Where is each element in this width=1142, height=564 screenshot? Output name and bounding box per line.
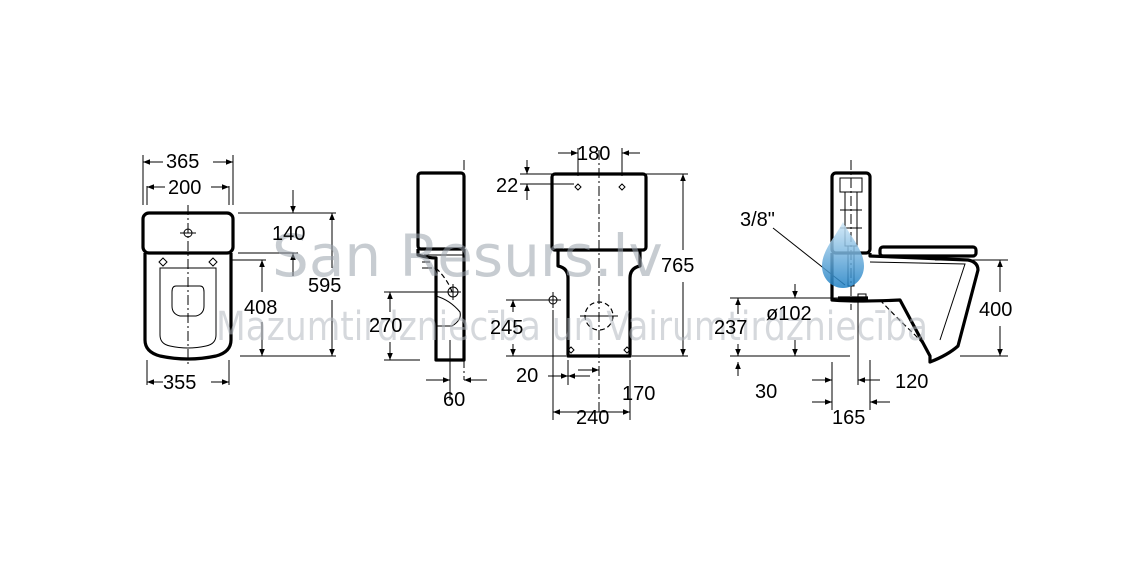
dim-setback-a: 120 xyxy=(895,371,928,393)
dimension-labels: 365 200 355 140 595 408 270 60 22 180 76… xyxy=(163,143,1012,429)
dim-drain-height: 237 xyxy=(714,317,747,339)
watermark-subtitle: Mazumtirdzniecība un Vairumtirdzniecība xyxy=(216,304,928,350)
watermark-title: San Resurs.lv xyxy=(272,222,663,290)
dim-drain-diameter: ø102 xyxy=(766,303,812,325)
dim-front-tank-spacing: 180 xyxy=(577,143,610,165)
dim-width-tank: 200 xyxy=(168,177,201,199)
dim-front-total-height: 765 xyxy=(661,255,694,277)
dim-depth-tank: 140 xyxy=(272,223,305,245)
dim-setback-b: 165 xyxy=(832,407,865,429)
dim-front-outlet-height: 245 xyxy=(490,317,523,339)
dim-width-bowl: 355 xyxy=(163,372,196,394)
dim-thread: 3/8" xyxy=(740,209,775,231)
dim-width-outer: 365 xyxy=(166,151,199,173)
left-side-view xyxy=(384,160,487,400)
dim-front-foot-offset: 20 xyxy=(516,365,538,387)
dim-front-base-width: 240 xyxy=(576,407,609,429)
dim-seat-height: 400 xyxy=(979,299,1012,321)
dim-front-foot-width: 170 xyxy=(622,383,655,405)
watermark: San Resurs.lv Mazumtirdzniecība un Vairu… xyxy=(216,222,928,350)
dim-left-outlet-height: 270 xyxy=(369,315,402,337)
dim-depth-total: 595 xyxy=(308,275,341,297)
top-view xyxy=(141,155,336,385)
right-side-view xyxy=(730,160,1008,410)
water-drop-icon xyxy=(822,222,864,288)
dim-depth-bowl: 408 xyxy=(244,297,277,319)
front-view xyxy=(506,148,688,420)
dim-floor-offset: 30 xyxy=(755,381,777,403)
dim-left-outlet-offset: 60 xyxy=(443,389,465,411)
dim-front-tank-inset: 22 xyxy=(496,175,518,197)
